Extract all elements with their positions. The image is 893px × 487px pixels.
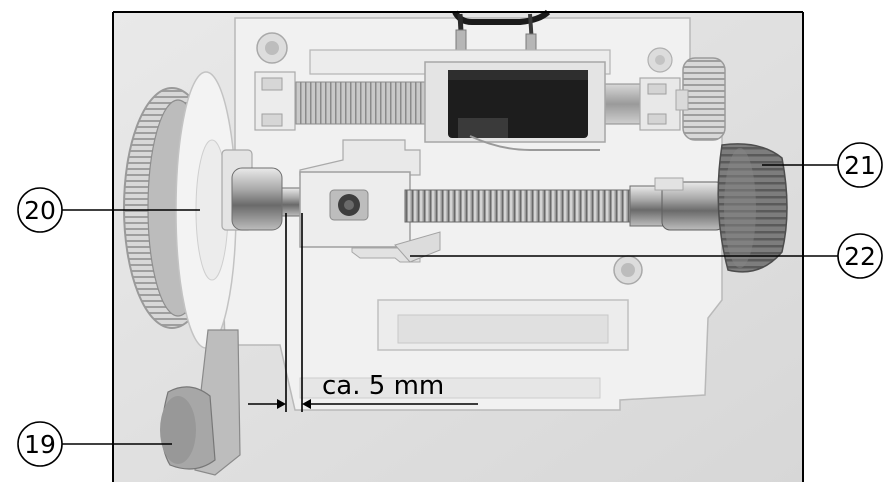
callout-21-label: 21 — [844, 151, 876, 180]
dimension-label: ca. 5 mm — [322, 371, 444, 401]
adjustment-knob — [717, 143, 788, 273]
callout-20-label: 20 — [24, 196, 56, 225]
large-gear-wheel — [123, 71, 237, 349]
callout-20: 20 — [17, 187, 200, 233]
callout-19-label: 19 — [24, 430, 56, 459]
callout-21: 21 — [762, 142, 883, 188]
lever — [160, 329, 241, 476]
threaded-spindle — [404, 177, 725, 231]
upper-right-gear — [675, 57, 726, 141]
dimension-marker: ca. 5 mm — [248, 213, 478, 412]
callout-22-label: 22 — [844, 242, 876, 271]
callout-22: 22 — [410, 233, 883, 279]
slider-block — [299, 139, 441, 263]
photo-border — [112, 11, 804, 482]
microswitch — [424, 61, 606, 151]
callout-19: 19 — [17, 421, 172, 467]
